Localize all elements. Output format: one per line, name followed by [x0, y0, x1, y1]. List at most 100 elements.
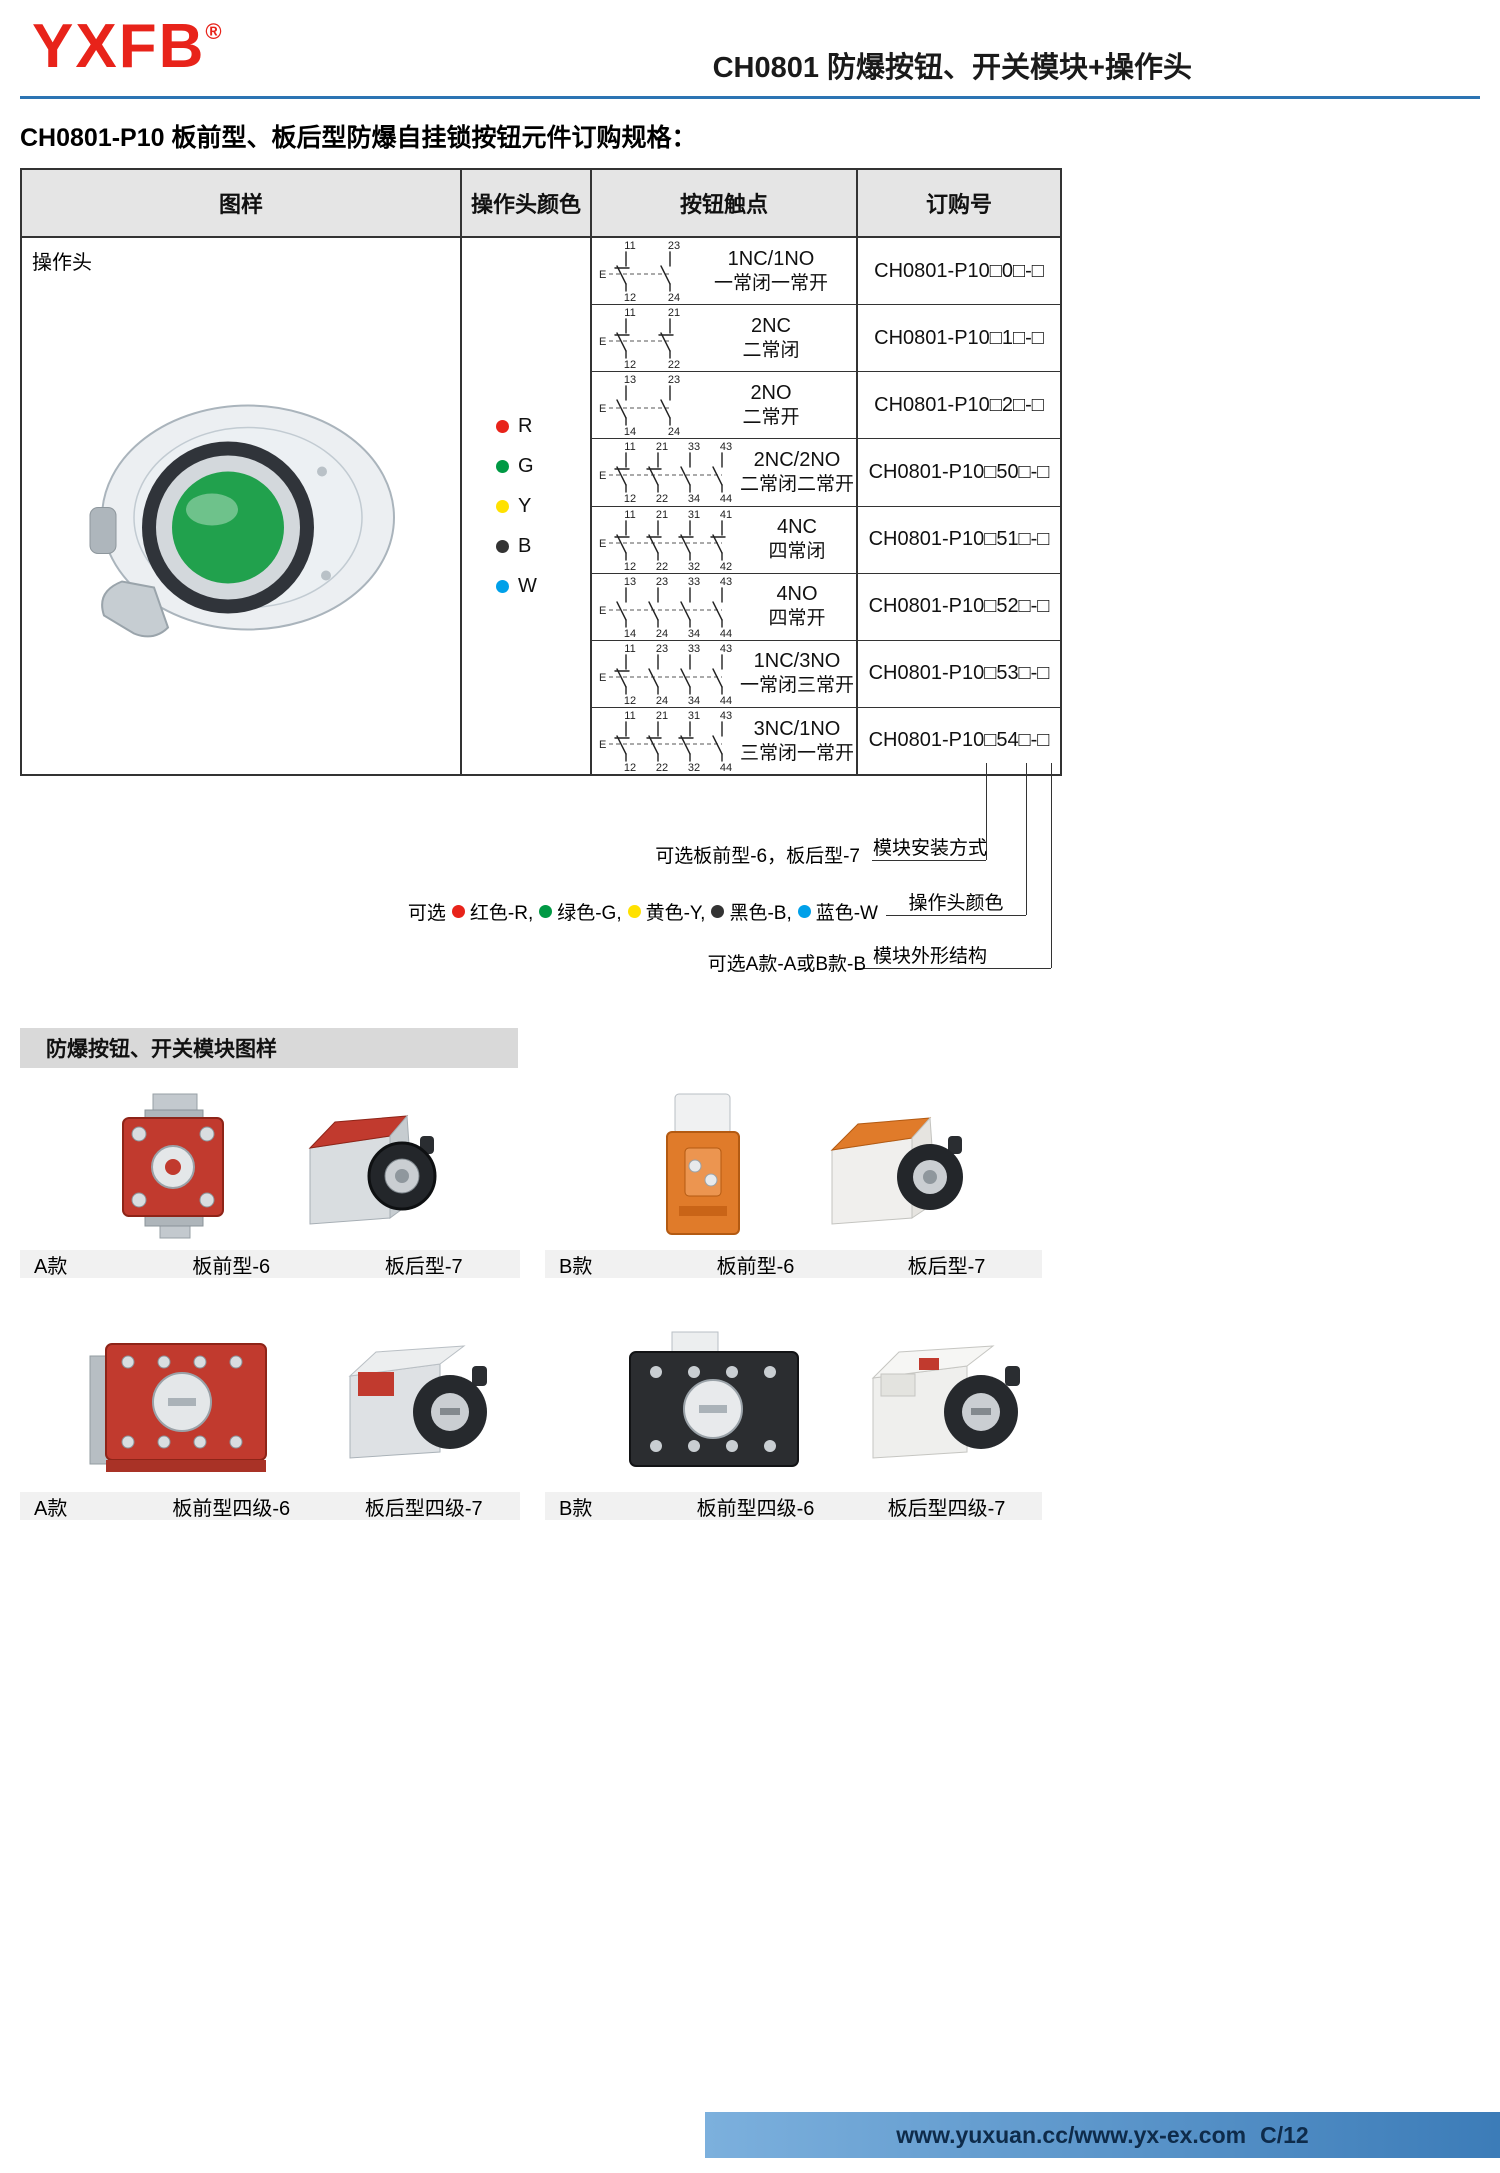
contact-name: 2NO	[750, 381, 792, 404]
contact-desc: 四常开	[768, 608, 826, 630]
sample-label: 操作头	[32, 252, 92, 274]
svg-text:11: 11	[624, 441, 635, 453]
svg-text:12: 12	[624, 762, 636, 774]
svg-text:E: E	[599, 672, 606, 684]
svg-text:E: E	[599, 538, 606, 550]
legend-color-item: 蓝色-W	[797, 898, 878, 925]
module-label: 板后型四级-7	[364, 1497, 483, 1520]
svg-text:32: 32	[688, 762, 700, 774]
color-dot-icon	[496, 499, 509, 513]
variant-tag: B款	[559, 1497, 593, 1520]
color-code: W	[518, 574, 537, 597]
legend-label-color: 操作头颜色	[908, 893, 1004, 914]
svg-text:E: E	[599, 470, 606, 482]
head-color-option: W	[496, 575, 590, 598]
contact-desc: 一常闭三常开	[739, 675, 854, 697]
svg-text:31: 31	[688, 710, 700, 722]
order-number: CH0801-P10□2□-□	[874, 393, 1044, 416]
svg-text:24: 24	[668, 426, 680, 438]
col-header-contact: 按钮触点	[592, 170, 858, 236]
legend-color-item: 红色-R,	[451, 898, 533, 925]
color-code: G	[518, 454, 534, 477]
svg-text:43: 43	[720, 643, 732, 655]
svg-text:43: 43	[720, 576, 732, 588]
svg-text:11: 11	[624, 710, 635, 722]
order-spec-table: 图样 操作头颜色 按钮触点 订购号 操作头	[20, 168, 1062, 776]
svg-text:24: 24	[668, 292, 680, 304]
svg-text:41: 41	[720, 509, 732, 521]
svg-text:22: 22	[656, 493, 668, 505]
variant-tag: A款	[34, 1255, 68, 1278]
svg-text:E: E	[599, 336, 606, 348]
color-dot-icon	[496, 539, 509, 553]
svg-text:33: 33	[688, 576, 700, 588]
svg-text:14: 14	[624, 628, 636, 640]
order-number: CH0801-P10□54□-□	[868, 729, 1050, 752]
color-dot-icon	[711, 905, 725, 918]
svg-text:44: 44	[720, 493, 732, 505]
photo-a-front4-6	[89, 1343, 267, 1472]
gallery-label-strip: B款 板前型四级-6 板后型四级-7	[545, 1492, 1042, 1520]
footer-page-number: C/12	[1260, 2121, 1309, 2148]
order-number: CH0801-P10□50□-□	[868, 460, 1050, 483]
svg-text:11: 11	[624, 240, 635, 252]
svg-text:21: 21	[668, 307, 680, 319]
svg-text:11: 11	[624, 307, 635, 319]
legend-color-item: 黑色-B,	[711, 898, 792, 925]
svg-text:22: 22	[656, 762, 668, 774]
color-dot-icon	[496, 459, 509, 473]
svg-text:34: 34	[688, 628, 700, 640]
svg-text:21: 21	[656, 509, 668, 521]
sample-cell: 操作头	[22, 238, 462, 774]
svg-text:12: 12	[624, 695, 636, 707]
svg-text:32: 32	[688, 561, 700, 573]
svg-text:31: 31	[688, 509, 700, 521]
footer-urls: www.yuxuan.cc/www.yx-ex.com	[896, 2121, 1247, 2148]
svg-text:13: 13	[624, 374, 636, 386]
order-code-legend: 模块安装方式 可选板前型-6，板后型-7 操作头颜色 可选 红色-R, 绿色-G…	[0, 763, 1500, 1020]
contact-desc: 二常开	[742, 406, 800, 428]
svg-text:34: 34	[688, 493, 700, 505]
module-label: 板前型四级-6	[696, 1497, 815, 1520]
svg-text:33: 33	[688, 441, 700, 453]
legend-color-prefix: 可选	[407, 903, 446, 924]
connector-line-color-h	[886, 915, 1026, 916]
color-dot-icon	[627, 905, 641, 918]
brand-logo: YXFB®	[32, 12, 224, 81]
svg-text:23: 23	[656, 643, 668, 655]
col-header-sample: 图样	[22, 170, 462, 236]
svg-text:22: 22	[656, 561, 668, 573]
color-code: Y	[518, 494, 532, 517]
order-spec-heading: CH0801-P10 板前型、板后型防爆自挂锁按钮元件订购规格：	[20, 124, 697, 152]
contact-name: 2NC/2NO	[753, 449, 841, 472]
header-divider	[20, 96, 1480, 99]
order-number: CH0801-P10□51□-□	[868, 528, 1050, 551]
contact-desc: 四常闭	[768, 541, 826, 563]
registered-trademark-icon: ®	[205, 19, 224, 44]
head-color-option: R	[496, 415, 590, 438]
connector-line-mount	[986, 763, 987, 860]
svg-text:24: 24	[656, 695, 668, 707]
photo-b-rear-7	[830, 1116, 963, 1225]
svg-text:23: 23	[668, 374, 680, 386]
color-dot-icon	[539, 905, 553, 918]
